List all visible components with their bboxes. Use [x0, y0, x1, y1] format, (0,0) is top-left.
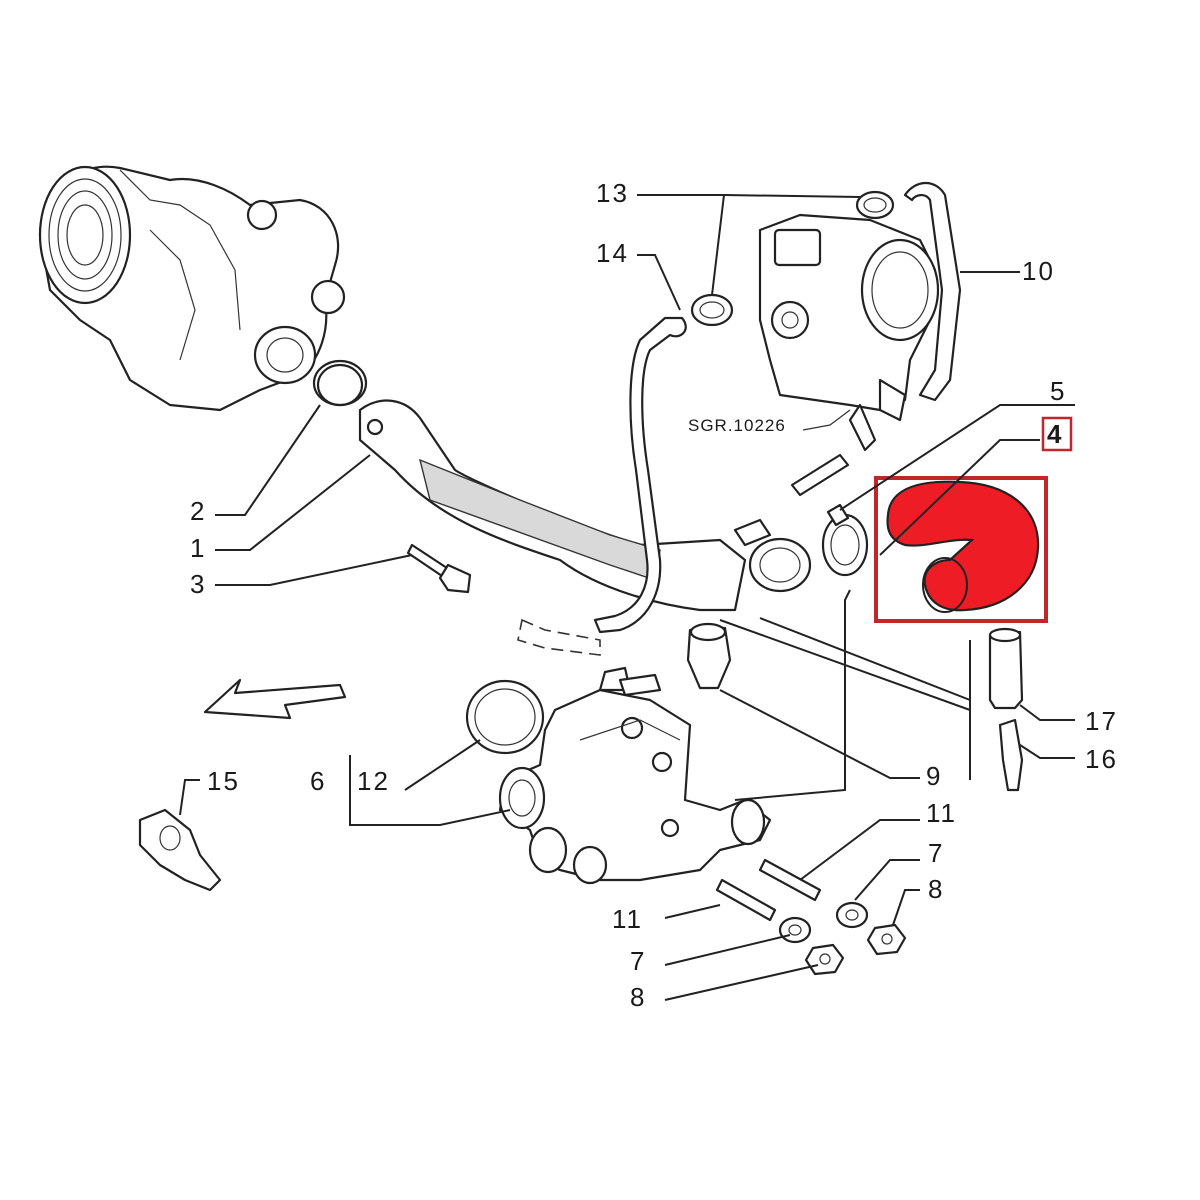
callout-12: 12 [357, 766, 390, 796]
nut-8b [804, 943, 845, 976]
callout-1: 1 [190, 533, 206, 563]
o-ring-2 [316, 363, 364, 407]
hose-clamp-13b [690, 293, 734, 327]
direction-arrow [203, 678, 347, 720]
callout-2: 2 [190, 496, 206, 526]
hose-10 [903, 181, 962, 402]
hose-14 [593, 316, 687, 634]
callout-11b: 11 [612, 904, 643, 934]
callout-7a: 7 [928, 838, 944, 868]
callout-5: 5 [1050, 376, 1066, 406]
reference-code: SGR.10226 [688, 416, 786, 435]
hose-clamp-13a [855, 190, 895, 220]
washer-7a [835, 901, 869, 929]
callout-9: 9 [926, 761, 942, 791]
callout-7b: 7 [630, 946, 646, 976]
throttle-body [758, 213, 940, 452]
callout-14: 14 [596, 238, 629, 268]
hose-5 [790, 453, 850, 497]
callout-labels: 1 2 3 4 5 6 7 7 8 8 9 10 11 11 12 13 14 … [190, 178, 1118, 1012]
callout-6: 6 [310, 766, 326, 796]
plug-17 [988, 627, 1024, 710]
nut-8a [866, 923, 907, 956]
highlighted-hose-4 [874, 476, 1048, 623]
gasket-outline [517, 618, 601, 656]
thermostat-housing [498, 666, 772, 885]
callout-13: 13 [596, 178, 629, 208]
callout-4-box [1041, 416, 1073, 452]
callout-11a: 11 [926, 798, 957, 828]
stud-11b [715, 878, 777, 922]
callout-8a: 8 [928, 874, 944, 904]
callout-17: 17 [1085, 706, 1118, 736]
stud-11a [758, 858, 822, 902]
fitting-9 [686, 622, 732, 690]
o-ring-12 [465, 679, 545, 755]
clip-15 [138, 808, 222, 892]
leader-lines [179, 194, 1075, 1001]
callout-15: 15 [207, 766, 240, 796]
callout-3: 3 [190, 569, 206, 599]
clip-16 [998, 718, 1024, 792]
callout-10: 10 [1022, 256, 1055, 286]
callout-4: 4 [1047, 419, 1063, 449]
callout-8b: 8 [630, 982, 646, 1012]
hose-clamp [821, 503, 869, 577]
bolt-3 [406, 543, 472, 594]
washer-7b [778, 916, 812, 944]
callout-16: 16 [1085, 744, 1118, 774]
water-pump [38, 165, 368, 412]
